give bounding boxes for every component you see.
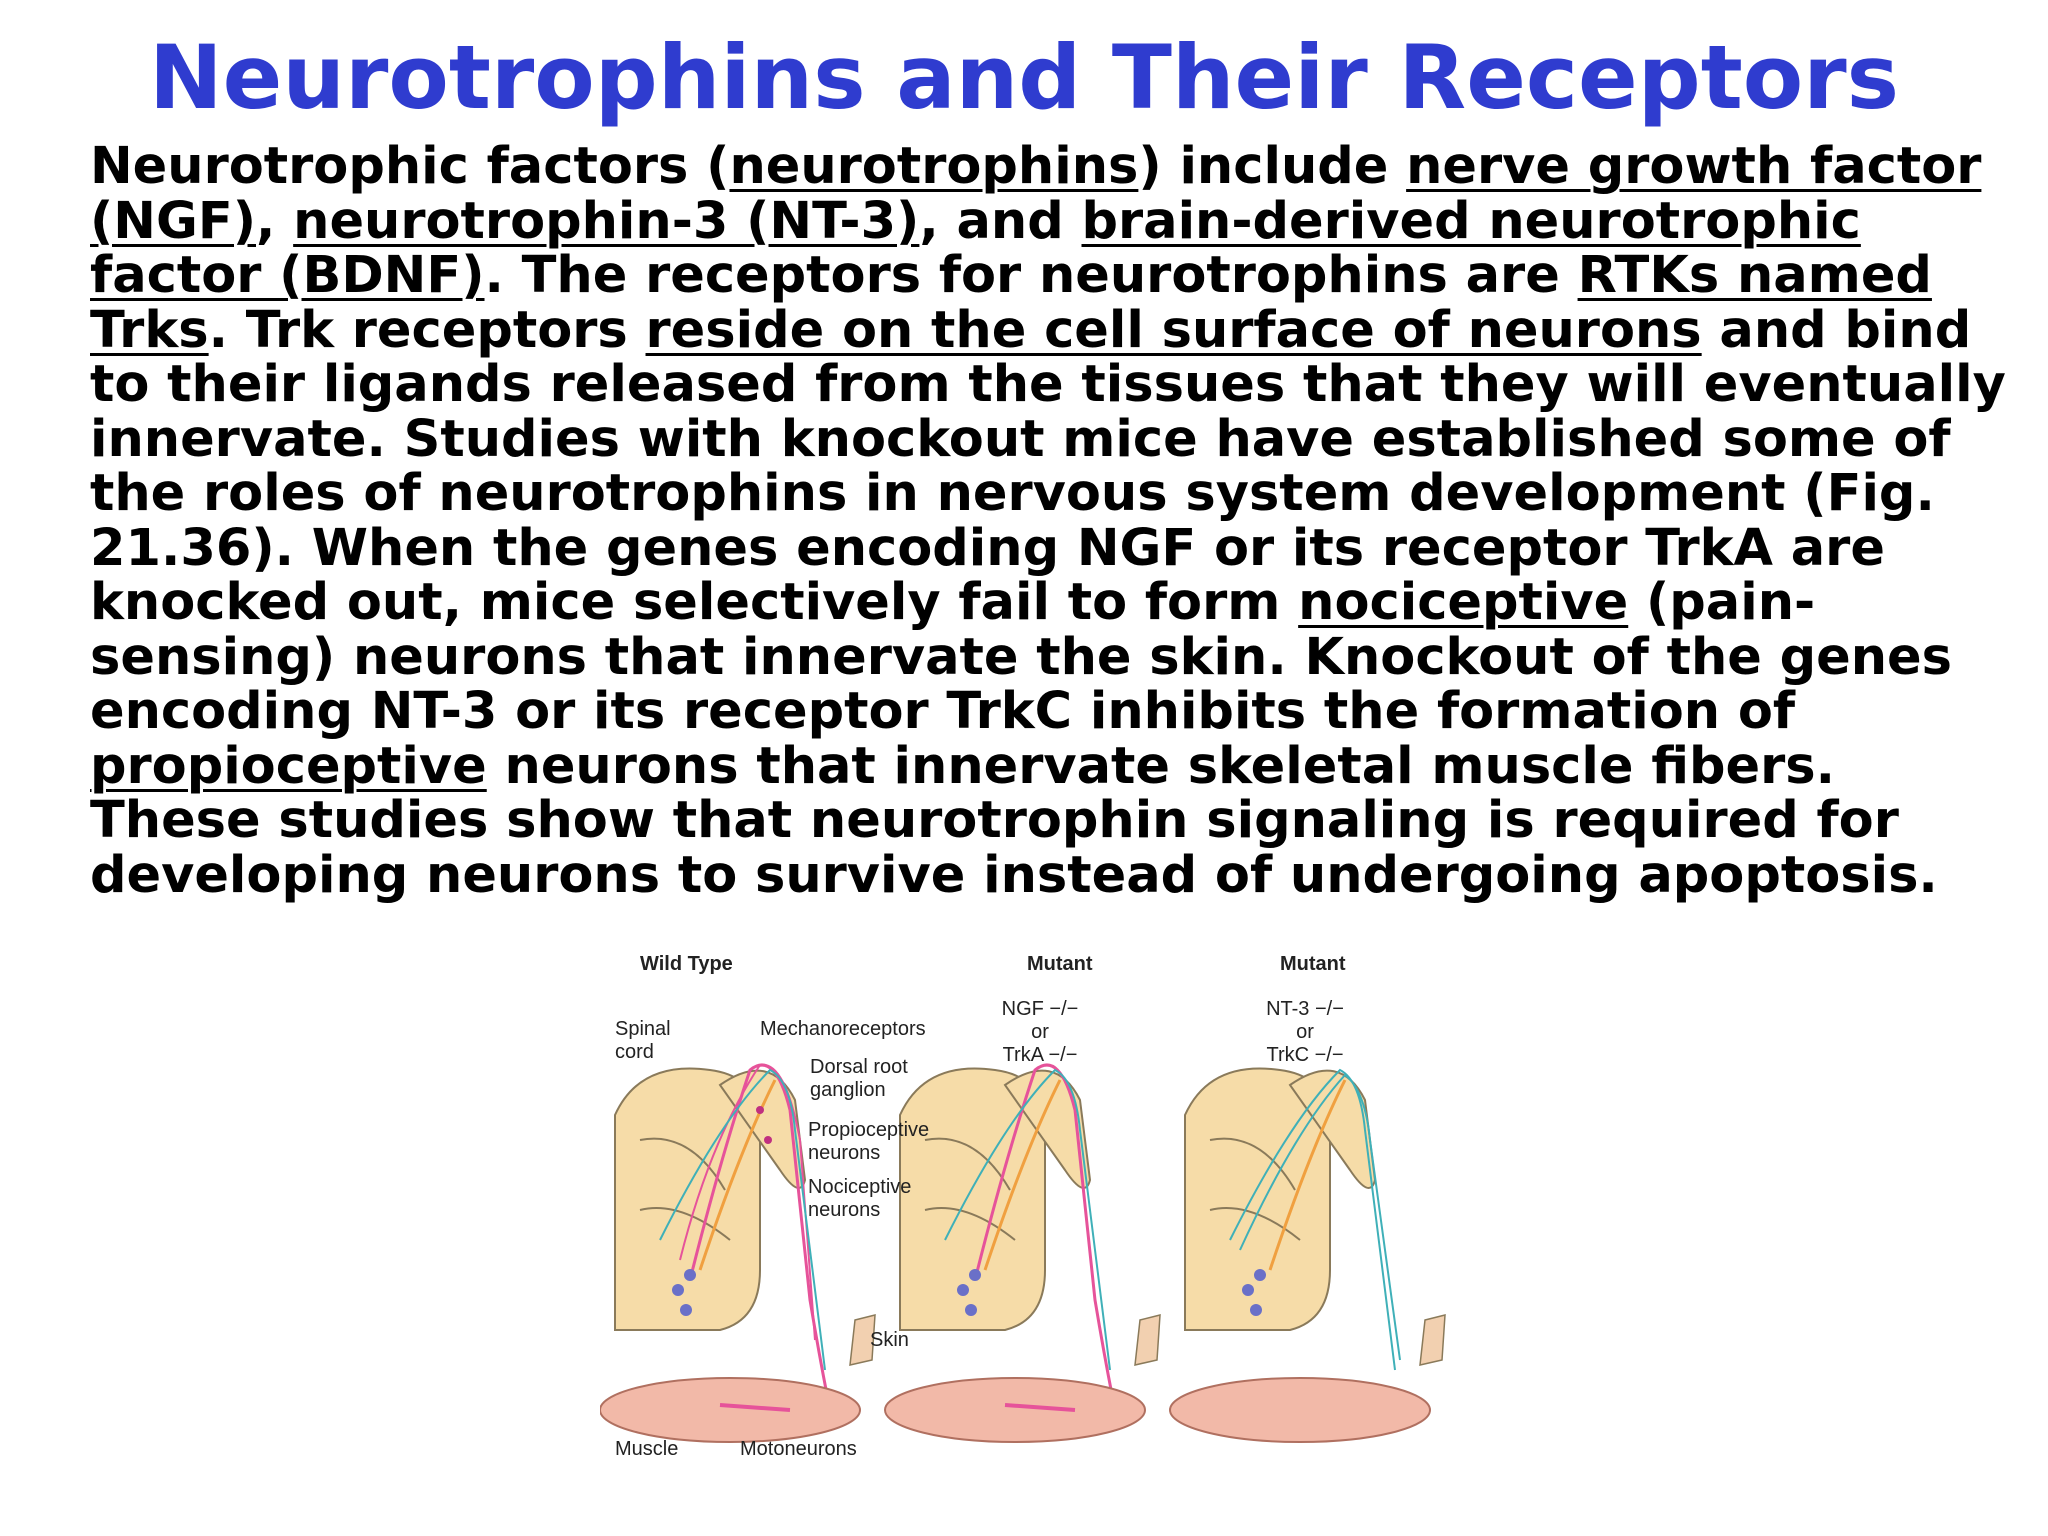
- body-text-segment: Neurotrophic factors (: [90, 137, 730, 196]
- underlined-term: neurotrophin-3 (NT-3): [293, 191, 920, 251]
- body-text-segment: and bind to their ligands released from …: [90, 300, 2006, 632]
- label-noci-2: neurons: [808, 1199, 880, 1221]
- knockout-figure: Wild Type Mutant Mutant NGF −/− or TrkA …: [600, 940, 1500, 1480]
- body-text-segment: . Trk receptors: [208, 300, 646, 360]
- underlined-term: neurotrophins: [729, 137, 1139, 196]
- label-motoneurons: Motoneurons: [740, 1438, 857, 1460]
- mutant-1-or: or: [1031, 1021, 1049, 1043]
- body-text-segment: ) include: [1138, 137, 1407, 196]
- body-text-segment: (pain-sensing) neurons that innervate th…: [90, 573, 1952, 741]
- wild-type-panel: [600, 1063, 876, 1443]
- mutant-2-gene-a: NT-3 −/−: [1266, 998, 1344, 1020]
- underlined-term: nociceptive: [1298, 573, 1629, 632]
- panel-heading-mutant-1: Mutant: [1027, 953, 1093, 975]
- label-muscle: Muscle: [615, 1438, 678, 1460]
- body-text-segment: , and: [919, 191, 1082, 251]
- mutant-ngf-panel: [884, 1063, 1161, 1443]
- label-propio-1: Propioceptive: [808, 1119, 929, 1141]
- knockout-diagram: Wild Type Mutant Mutant NGF −/− or TrkA …: [600, 953, 1446, 1460]
- underlined-term: brain-derived neurotrophic factor (BDNF): [90, 191, 1861, 305]
- panel-heading-wild-type: Wild Type: [640, 953, 733, 975]
- label-drg-2: ganglion: [810, 1079, 886, 1101]
- body-text-segment: ,: [256, 191, 294, 251]
- label-propio-2: neurons: [808, 1142, 880, 1164]
- label-spinal-cord-2: cord: [615, 1041, 654, 1063]
- label-skin: Skin: [870, 1329, 909, 1351]
- mutant-2-gene-b: TrkC −/−: [1266, 1044, 1343, 1066]
- label-spinal-cord-1: Spinal: [615, 1018, 671, 1040]
- label-drg-1: Dorsal root: [810, 1056, 908, 1078]
- mutant-1-gene-a: NGF −/−: [1002, 998, 1079, 1020]
- underlined-term: RTKs named Trks: [90, 246, 1932, 360]
- body-text-segment: . The receptors for neurotrophins are: [484, 246, 1578, 305]
- body-text-segment: neurons that innervate skeletal muscle f…: [90, 736, 1938, 905]
- label-mechanoreceptors: Mechanoreceptors: [760, 1018, 926, 1040]
- underlined-term: nerve growth factor (NGF): [90, 137, 1982, 251]
- label-noci-1: Nociceptive: [808, 1176, 911, 1198]
- slide-title: Neurotrophins and Their Receptors: [148, 26, 1900, 129]
- panel-heading-mutant-2: Mutant: [1280, 953, 1346, 975]
- mutant-nt3-panel: [1169, 1067, 1446, 1443]
- mutant-1-gene-b: TrkA −/−: [1003, 1044, 1078, 1066]
- mutant-2-or: or: [1296, 1021, 1314, 1043]
- underlined-term: propioceptive: [90, 736, 487, 796]
- underlined-term: reside on the cell surface of neurons: [645, 300, 1702, 360]
- slide-body-paragraph: Neurotrophic factors (neurotrophins) inc…: [90, 137, 2010, 905]
